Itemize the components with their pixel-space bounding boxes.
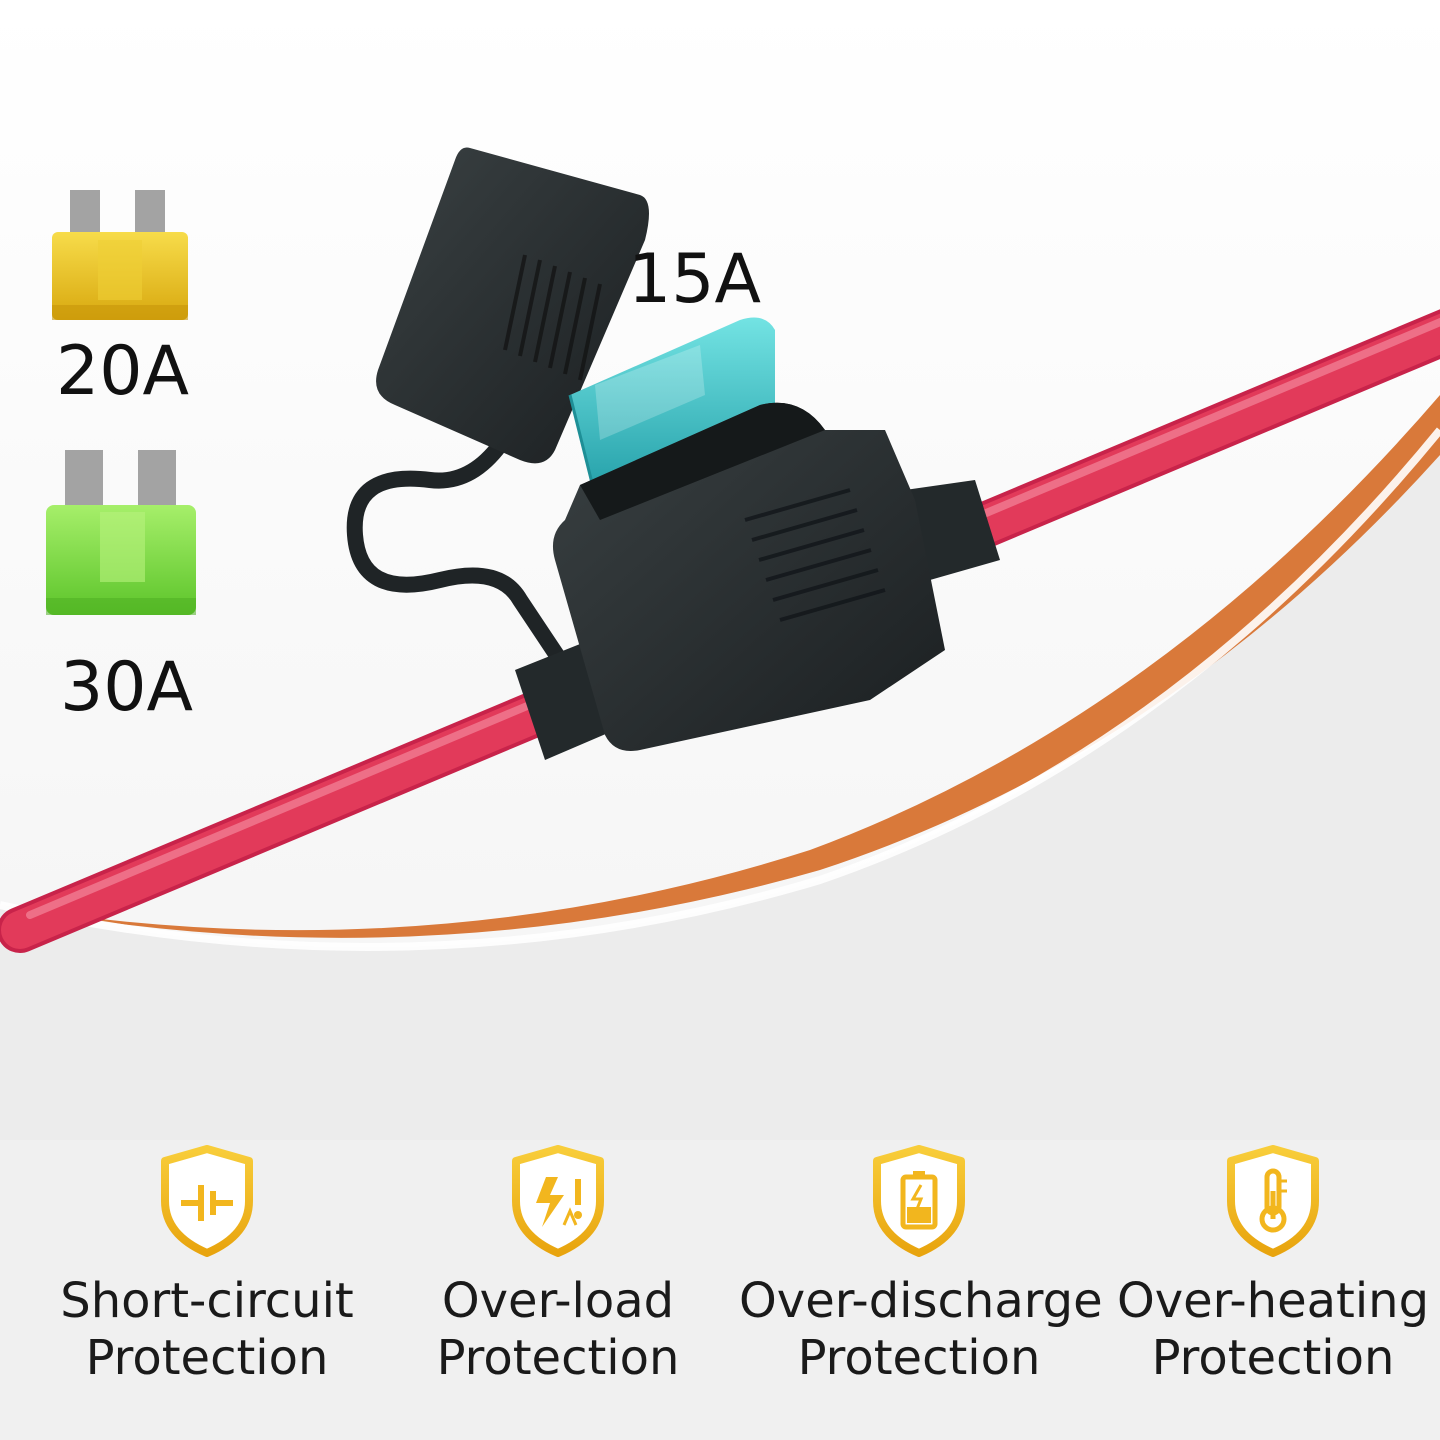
over-discharge-shield-icon: [873, 1145, 965, 1257]
fuse-yellow-label: 20A: [56, 332, 190, 411]
feature-caption: Short-circuit Protection: [27, 1273, 387, 1387]
feature-caption: Over-heating Protection: [1093, 1273, 1440, 1387]
feature-subtitle: Protection: [797, 1330, 1041, 1386]
over-heating-shield-icon: [1227, 1145, 1319, 1257]
feature-over-heating: Over-heating Protection: [1093, 1145, 1440, 1405]
feature-title: Over-heating: [1116, 1273, 1430, 1329]
feature-over-discharge: Over-discharge Protection: [739, 1145, 1103, 1405]
fuse-blue-label: 15A: [628, 240, 762, 319]
feature-subtitle: Protection: [436, 1330, 680, 1386]
feature-over-load: Over-load Protection: [378, 1145, 738, 1405]
fuse-green-label: 30A: [60, 648, 194, 727]
feature-caption: Over-discharge Protection: [739, 1273, 1103, 1387]
feature-title: Over-discharge: [739, 1273, 1103, 1329]
curve-highlight: [0, 427, 1440, 951]
feature-short-circuit: Short-circuit Protection: [27, 1145, 387, 1405]
cap-tether: [346, 437, 568, 668]
feature-title: Over-load: [441, 1273, 675, 1329]
feature-subtitle: Protection: [85, 1330, 329, 1386]
short-circuit-shield-icon: [161, 1145, 253, 1257]
fuse-yellow-icon: [52, 190, 188, 320]
fuse-green-icon: [46, 450, 196, 615]
fuse-blue-icon: [568, 317, 775, 496]
feature-caption: Over-load Protection: [378, 1273, 738, 1387]
orange-curve: [0, 395, 1440, 938]
feature-subtitle: Protection: [1151, 1330, 1395, 1386]
feature-title: Short-circuit: [60, 1273, 354, 1329]
fuse-cap: [376, 147, 649, 464]
over-load-shield-icon: [512, 1145, 604, 1257]
fuse-holder-body: [552, 402, 945, 751]
